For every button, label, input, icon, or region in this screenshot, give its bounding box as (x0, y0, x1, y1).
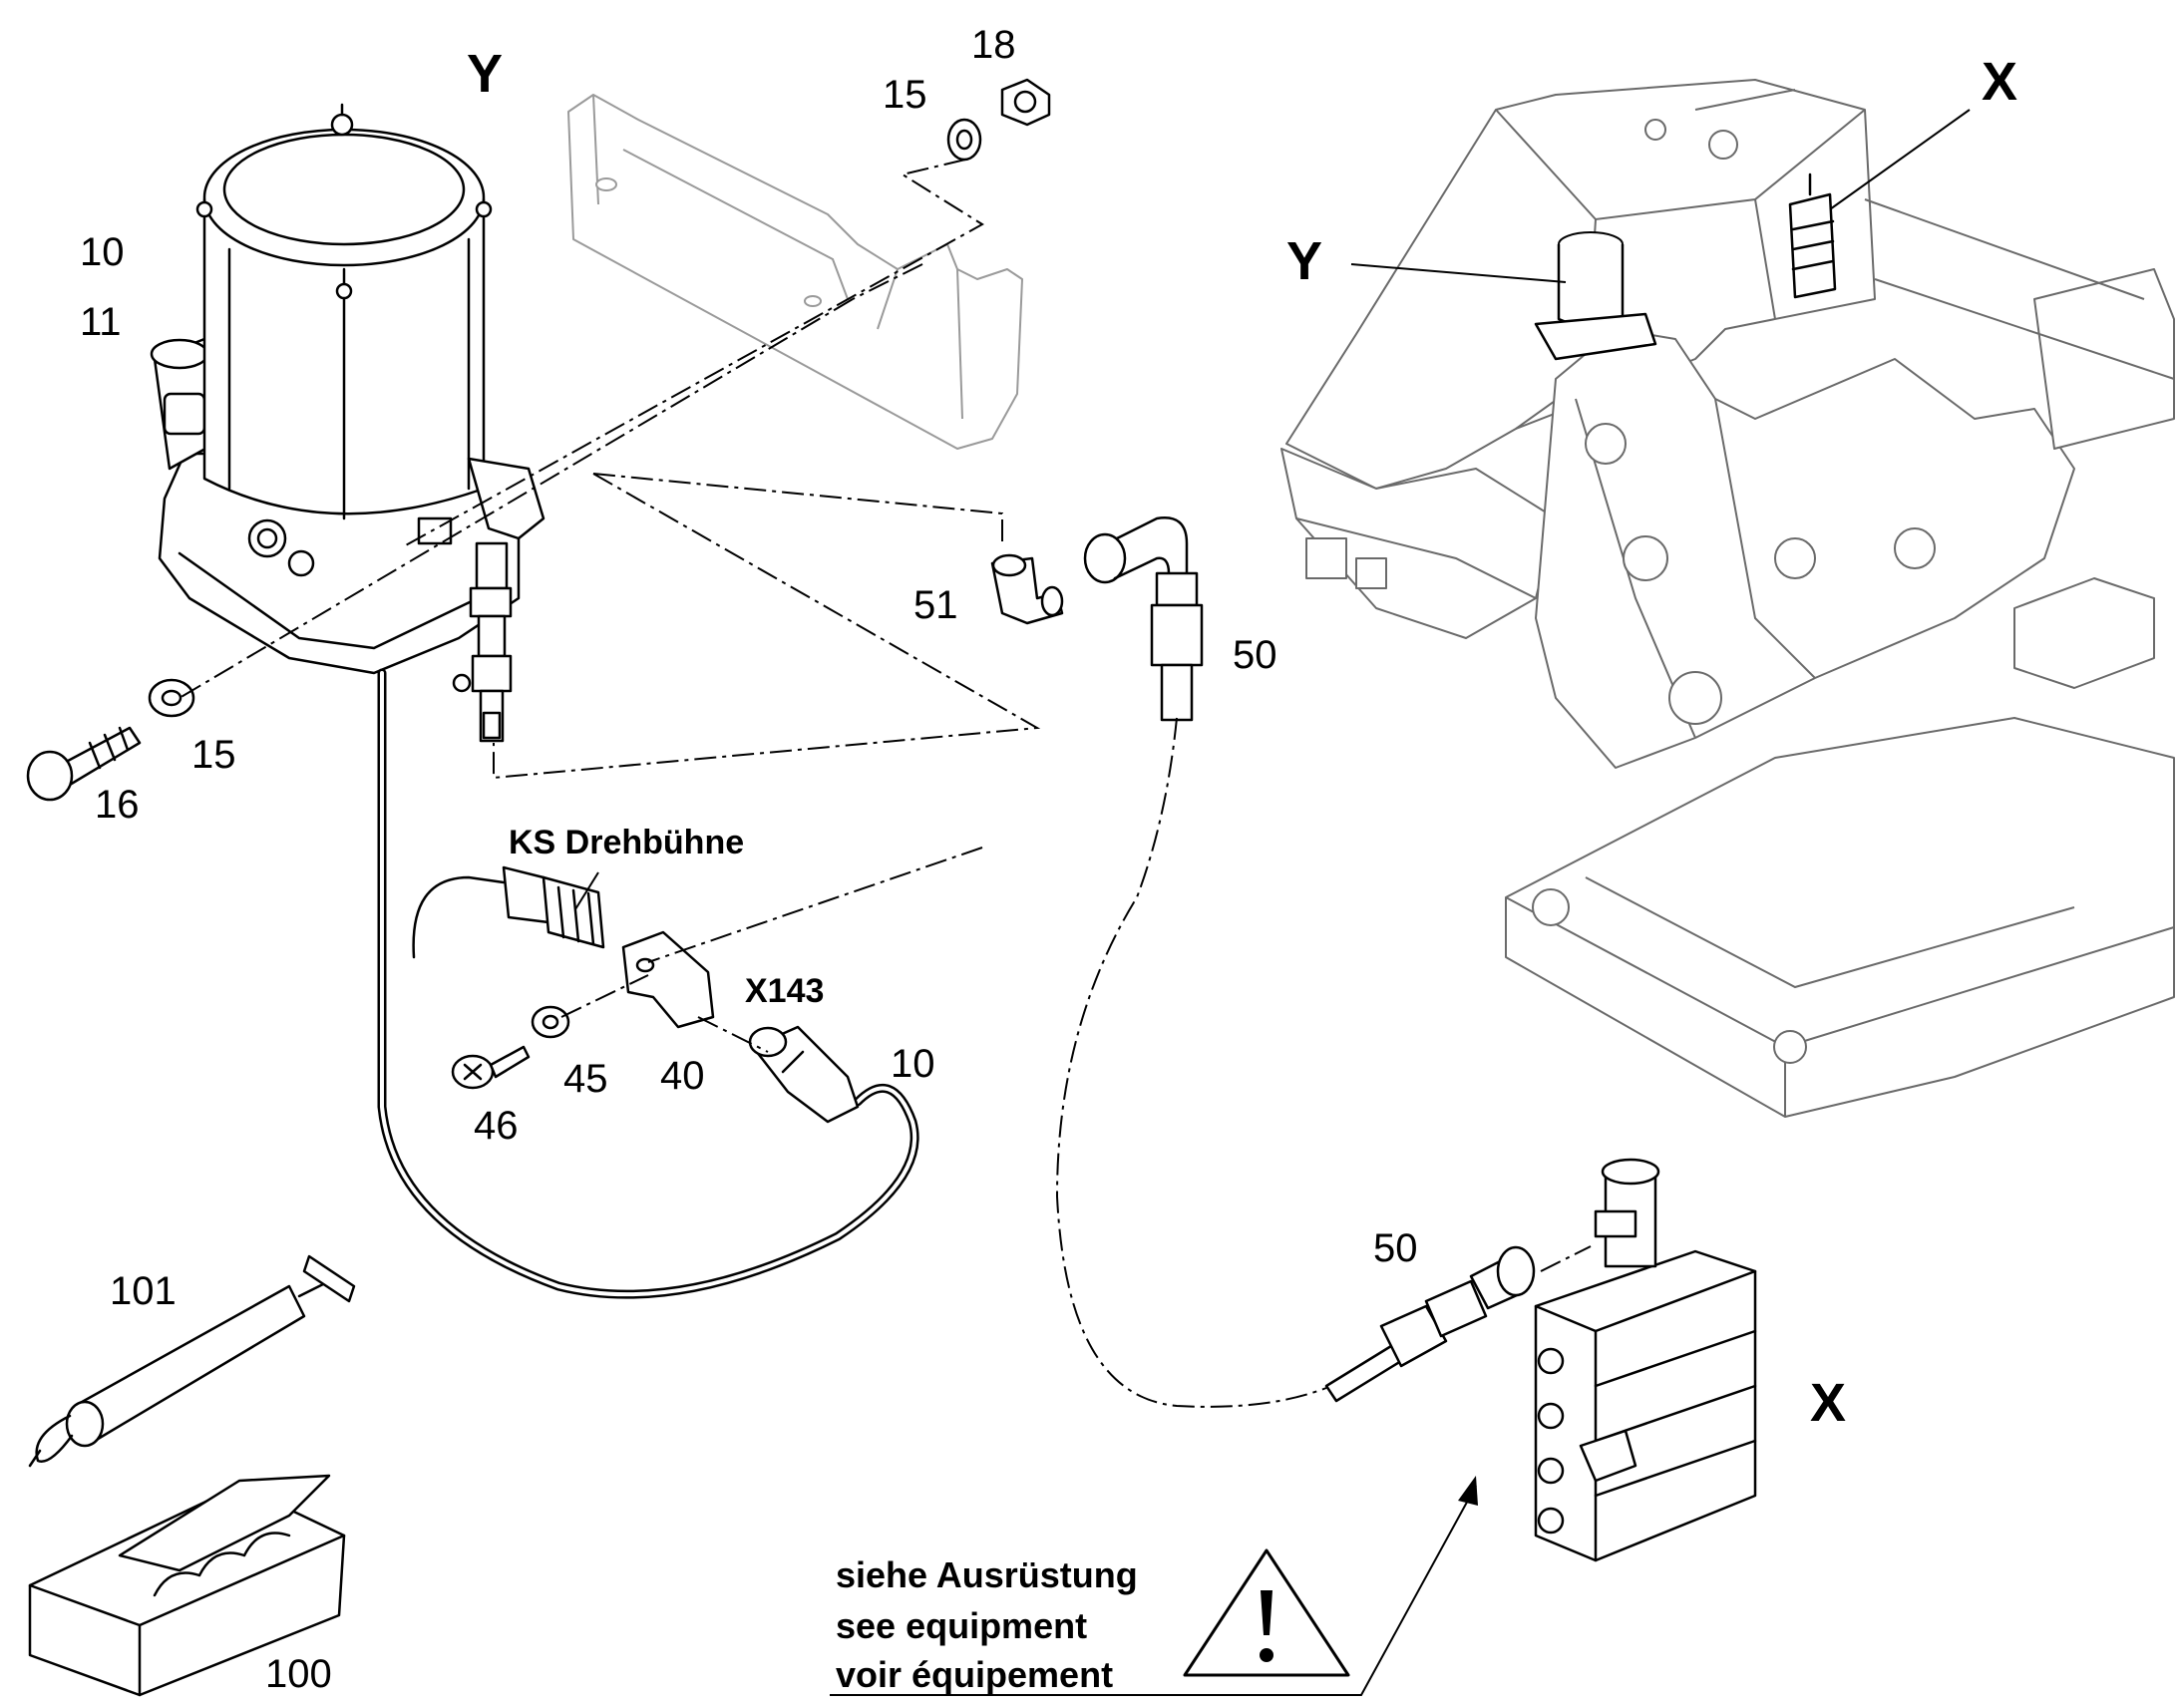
callout-50-bottom: 50 (1373, 1226, 1418, 1270)
mounting-bracket-ghost (567, 94, 1023, 450)
callout-10-pump: 10 (80, 230, 125, 274)
washer-45 (531, 1005, 570, 1039)
note-line-de: siehe Ausrüstung (836, 1554, 1138, 1595)
assembly-lines (179, 159, 1592, 1408)
callout-51: 51 (913, 583, 958, 627)
distributor-block-x (1534, 1158, 1757, 1562)
arrow-head-icon (1458, 1476, 1478, 1506)
machine-frame-overview (1280, 79, 2175, 1118)
grease-cartridge-box-100 (28, 1474, 346, 1697)
view-label-x-machine: X (1982, 52, 2017, 112)
screw-16 (26, 726, 142, 802)
callout-15-top: 15 (883, 73, 927, 117)
screw-46 (451, 1045, 531, 1090)
callout-18: 18 (971, 23, 1016, 67)
callout-10-cable: 10 (891, 1042, 935, 1086)
sensor-label: KS Drehbühne (509, 824, 744, 861)
washer-15-top (946, 118, 982, 162)
elbow-fitting-51 (990, 553, 1064, 625)
leader-lines (574, 109, 1971, 1696)
callout-40: 40 (660, 1054, 705, 1098)
callout-11: 11 (80, 300, 122, 344)
callout-46: 46 (474, 1104, 519, 1148)
sensor-ks-drehbuehne (412, 865, 605, 959)
pipe-50-top (1083, 516, 1204, 722)
view-label-y-machine: Y (1286, 231, 1322, 291)
view-label-y-top: Y (467, 44, 503, 104)
washer-15-bolt (148, 678, 195, 718)
cable-connector-10 (748, 1025, 860, 1124)
callout-45: 45 (563, 1057, 608, 1101)
callout-100: 100 (265, 1652, 332, 1696)
grease-gun-101 (28, 1254, 356, 1468)
nut-18 (1000, 78, 1051, 127)
warning-triangle-icon (1183, 1548, 1350, 1677)
callout-50-top: 50 (1233, 633, 1277, 677)
view-label-x-right: X (1810, 1373, 1846, 1433)
connector-label: X143 (745, 972, 824, 1010)
note-line-fr: voir équipement (836, 1654, 1113, 1695)
callout-15-bolt: 15 (191, 733, 236, 777)
holder-40 (621, 930, 715, 1029)
note-line-en: see equipment (836, 1605, 1087, 1646)
pipe-50-bottom (1324, 1245, 1536, 1403)
callout-16: 16 (95, 783, 140, 827)
callout-101: 101 (110, 1269, 177, 1313)
lubrication-pump (150, 103, 919, 1299)
